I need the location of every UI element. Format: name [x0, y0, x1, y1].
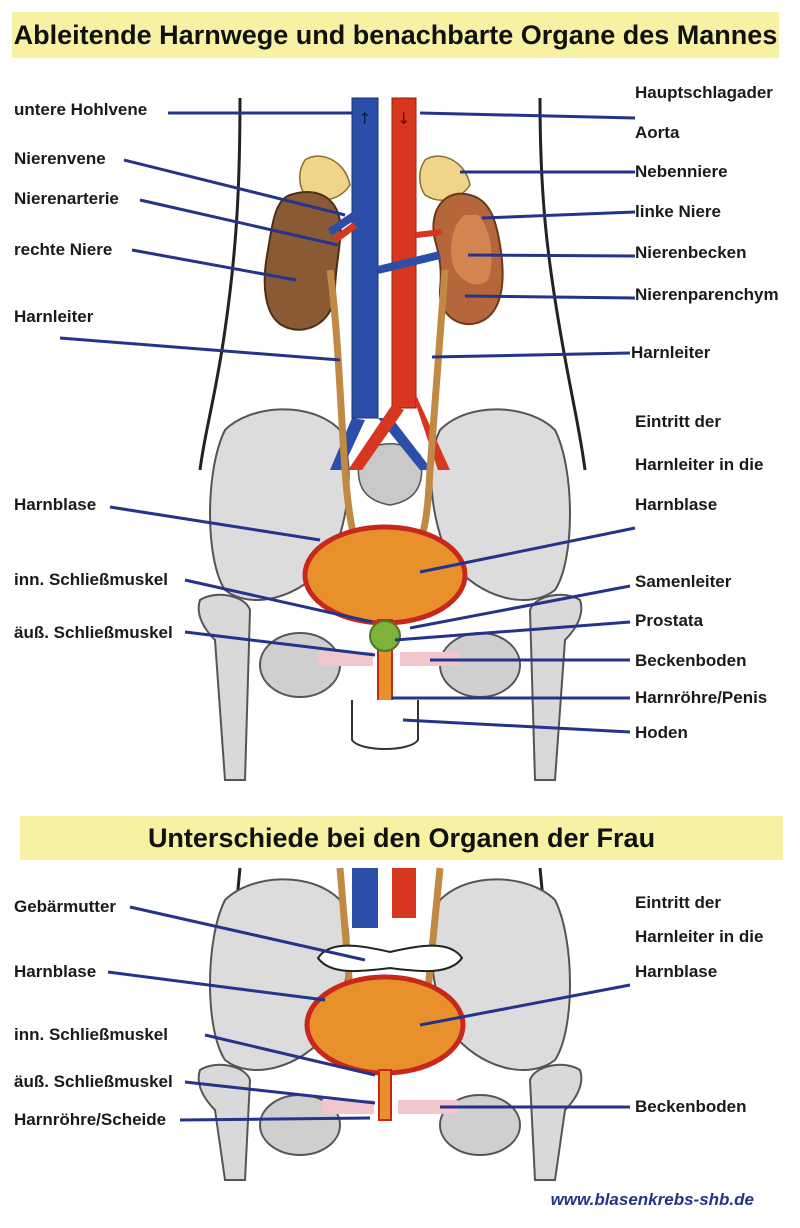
label-female-eintritt-line-3: Harnblase [635, 962, 718, 981]
label-beckenboden: Beckenboden [635, 651, 747, 670]
website-url[interactable]: www.blasenkrebs-shb.de [550, 1190, 754, 1209]
right-ureter [326, 269, 359, 542]
label-nierenvene: Nierenvene [14, 149, 106, 168]
label-gebaermutter: Gebärmutter [14, 897, 117, 916]
label-rechte-niere: rechte Niere [14, 240, 113, 259]
label-prostata: Prostata [635, 611, 704, 630]
label-samenleiter: Samenleiter [635, 572, 732, 591]
label-harnleiter-right: Harnleiter [631, 343, 711, 362]
label-female-beckenboden: Beckenboden [635, 1097, 747, 1116]
testes [351, 700, 419, 750]
label-harnleiter-left: Harnleiter [14, 307, 94, 326]
label-female-eintritt-line-2: Harnleiter in die [635, 927, 764, 946]
uterus [316, 944, 464, 973]
female-section-title: Unterschiede bei den Organen der Frau [20, 816, 783, 860]
female-bladder [304, 974, 466, 1076]
label-linke-niere: linke Niere [635, 202, 721, 221]
label-harnroehre-penis: Harnröhre/Penis [635, 688, 768, 707]
label-eintritt-line-3: Harnblase [635, 495, 718, 514]
label-harnblase: Harnblase [14, 495, 97, 514]
body-outline-right [538, 97, 587, 471]
label-untere-hohlvene: untere Hohlvene [14, 100, 148, 119]
svg-text:↑: ↑ [358, 109, 371, 128]
aorta [391, 97, 417, 409]
label-eintritt-line-2: Harnleiter in die [635, 455, 764, 474]
label-hauptschlagader: Hauptschlagader [635, 83, 773, 102]
label-aeuss-schliessmuskel: äuß. Schließmuskel [14, 623, 173, 642]
vena-cava [351, 97, 379, 419]
svg-text:↓: ↓ [397, 109, 410, 128]
label-nierenparenchym: Nierenparenchym [635, 285, 779, 304]
label-harnroehre-scheide: Harnröhre/Scheide [14, 1110, 167, 1129]
male-figure: ↑ ↓ [197, 97, 587, 781]
right-adrenal [299, 155, 351, 201]
label-female-aeuss-schliessmuskel: äuß. Schließmuskel [14, 1072, 173, 1091]
label-aorta: Aorta [635, 123, 680, 142]
main-title: Ableitende Harnwege und benachbarte Orga… [12, 12, 779, 58]
prostate [369, 620, 401, 652]
body-outline-left [198, 97, 242, 471]
label-inn-schliessmuskel: inn. Schließmuskel [14, 570, 168, 589]
left-ureter [416, 269, 449, 542]
bladder [302, 524, 468, 626]
pelvic-floor-left [318, 652, 373, 666]
label-nierenarterie: Nierenarterie [14, 189, 119, 208]
label-female-inn-schliessmuskel: inn. Schließmuskel [14, 1025, 168, 1044]
leader-lines [59, 111, 636, 1122]
label-nierenbecken: Nierenbecken [635, 243, 747, 262]
label-eintritt-line-1: Eintritt der [635, 412, 721, 431]
right-kidney [263, 191, 342, 331]
female-figure [197, 867, 583, 1181]
label-female-harnblase: Harnblase [14, 962, 97, 981]
label-nebenniere: Nebenniere [635, 162, 728, 181]
label-female-eintritt-line-1: Eintritt der [635, 893, 721, 912]
label-hoden: Hoden [635, 723, 688, 742]
